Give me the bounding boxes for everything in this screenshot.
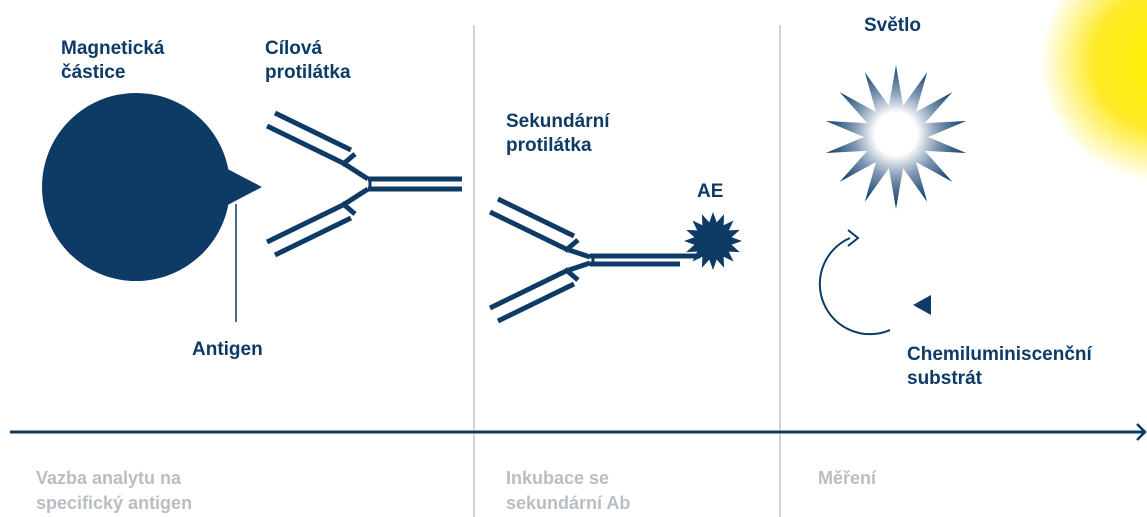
substrate-cycle-arc [818, 237, 891, 336]
target-antibody-label: Cílová protilátka [265, 37, 351, 85]
stage-label-measurement: Měření [818, 466, 876, 491]
stage-label-incubation-line-2: sekundární Ab [506, 493, 631, 513]
target-antibody-label-line-2: protilátka [265, 62, 351, 83]
magnetic-particle-label-line-1: Magnetická [61, 38, 165, 59]
stage-label-incubation-line-1: Inkubace se [506, 468, 610, 488]
antigen-label-text: Antigen [192, 339, 263, 360]
light-starburst [825, 65, 967, 209]
secondary-antibody [488, 196, 700, 324]
secondary-antibody-label-line-1: Sekundární [506, 111, 610, 132]
stage-label-binding-line-1: Vazba analytu na [36, 468, 182, 488]
yellow-glow [1040, 0, 1147, 182]
stage-label-incubation: Inkubace se sekundární Ab [506, 466, 630, 516]
substrate-label-line-1: Chemiluminiscenční [907, 344, 1092, 365]
ae-burst [684, 212, 742, 270]
magnetic-particle-label: Magnetická částice [61, 37, 164, 85]
substrate-label: Chemiluminiscenční substrát [907, 343, 1092, 391]
ae-label-text: AE [697, 181, 724, 202]
secondary-antibody-label: Sekundární protilátka [506, 110, 609, 158]
substrate-label-line-2: substrát [907, 368, 982, 389]
target-antibody [265, 110, 462, 258]
antigen-triangle [220, 165, 262, 209]
cycle-arrowhead-icon [847, 229, 860, 247]
substrate-triangle [913, 295, 931, 315]
ae-label: AE [697, 180, 723, 204]
target-antibody-label-line-1: Cílová [265, 38, 323, 59]
stage-label-measurement-line-1: Měření [818, 468, 877, 488]
secondary-antibody-label-line-2: protilátka [506, 135, 592, 156]
magnetic-particle-label-line-2: částice [61, 62, 126, 83]
light-label: Světlo [864, 14, 921, 38]
light-label-text: Světlo [864, 15, 922, 36]
stage-label-binding-line-2: specifický antigen [36, 493, 193, 513]
magnetic-particle [42, 93, 230, 281]
timeline-arrow-icon [1136, 423, 1147, 441]
stage-label-binding: Vazba analytu na specifický antigen [36, 466, 192, 516]
antigen-label: Antigen [192, 338, 263, 362]
